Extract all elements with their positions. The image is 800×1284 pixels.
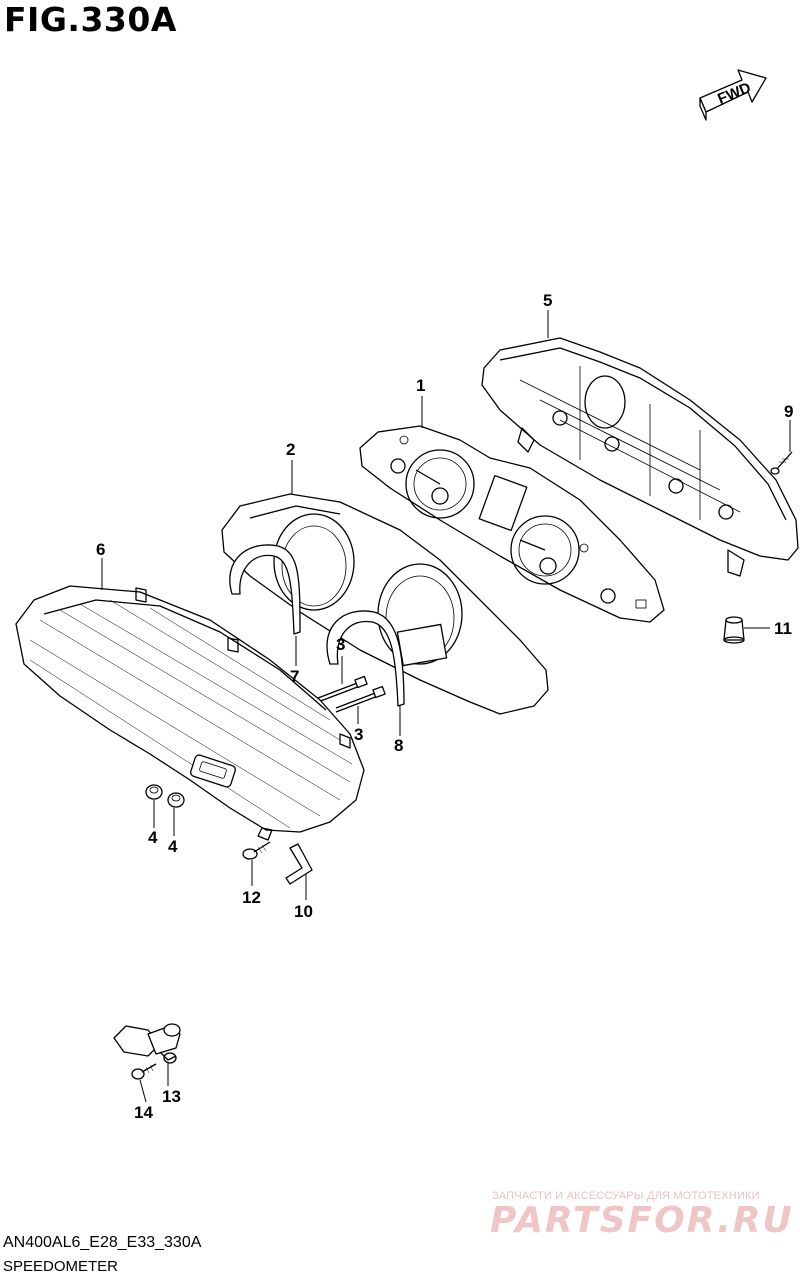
callout-3b: 3 [354, 725, 364, 744]
part-14-bolt [131, 1063, 157, 1080]
callout-9: 9 [784, 402, 794, 421]
part-4-grommet-a [145, 784, 163, 800]
fwd-arrow-icon: FWD [699, 69, 767, 121]
part-11-cap [723, 616, 745, 644]
part-8-light-guide [326, 610, 405, 707]
callout-2: 2 [286, 440, 296, 459]
callout-13: 13 [162, 1087, 181, 1106]
part-7-light-guide [229, 544, 301, 635]
part-13-speed-sensor [113, 1023, 181, 1064]
callout-3a: 3 [336, 635, 346, 654]
part-1-meter-body [359, 425, 665, 623]
model-code: AN400AL6_E28_E33_330A [3, 1234, 202, 1251]
callout-10: 10 [294, 902, 313, 921]
callout-4a: 4 [148, 828, 158, 847]
watermark-tagline: ЗАПЧАСТИ И АКСЕССУАРЫ ДЛЯ МОТОТЕХНИКИ [492, 1190, 760, 1202]
callout-11: 11 [774, 619, 792, 638]
part-6-front-cover [15, 585, 365, 841]
part-5-rear-case [481, 337, 799, 577]
figure-caption: SPEEDOMETER [3, 1258, 119, 1275]
callout-6: 6 [96, 540, 106, 559]
part-2-panel-frame [221, 493, 549, 715]
part-12-screw [242, 841, 271, 860]
part-10-bracket [285, 843, 313, 885]
part-4-grommet-b [167, 792, 185, 808]
watermark-brand: PARTSFOR.RU [490, 1200, 794, 1241]
callout-14: 14 [134, 1103, 153, 1122]
callout-4b: 4 [168, 837, 178, 856]
callout-12: 12 [242, 888, 261, 907]
part-3-pins [317, 675, 386, 713]
callout-8: 8 [394, 736, 404, 755]
part-9-screw [770, 451, 793, 475]
fwd-label: FWD [715, 79, 753, 108]
figure-title: FIG.330A [4, 0, 177, 39]
callout-7: 7 [290, 667, 300, 686]
callout-1: 1 [416, 376, 426, 395]
leader-lines [101, 310, 791, 1103]
callout-5: 5 [543, 291, 553, 310]
